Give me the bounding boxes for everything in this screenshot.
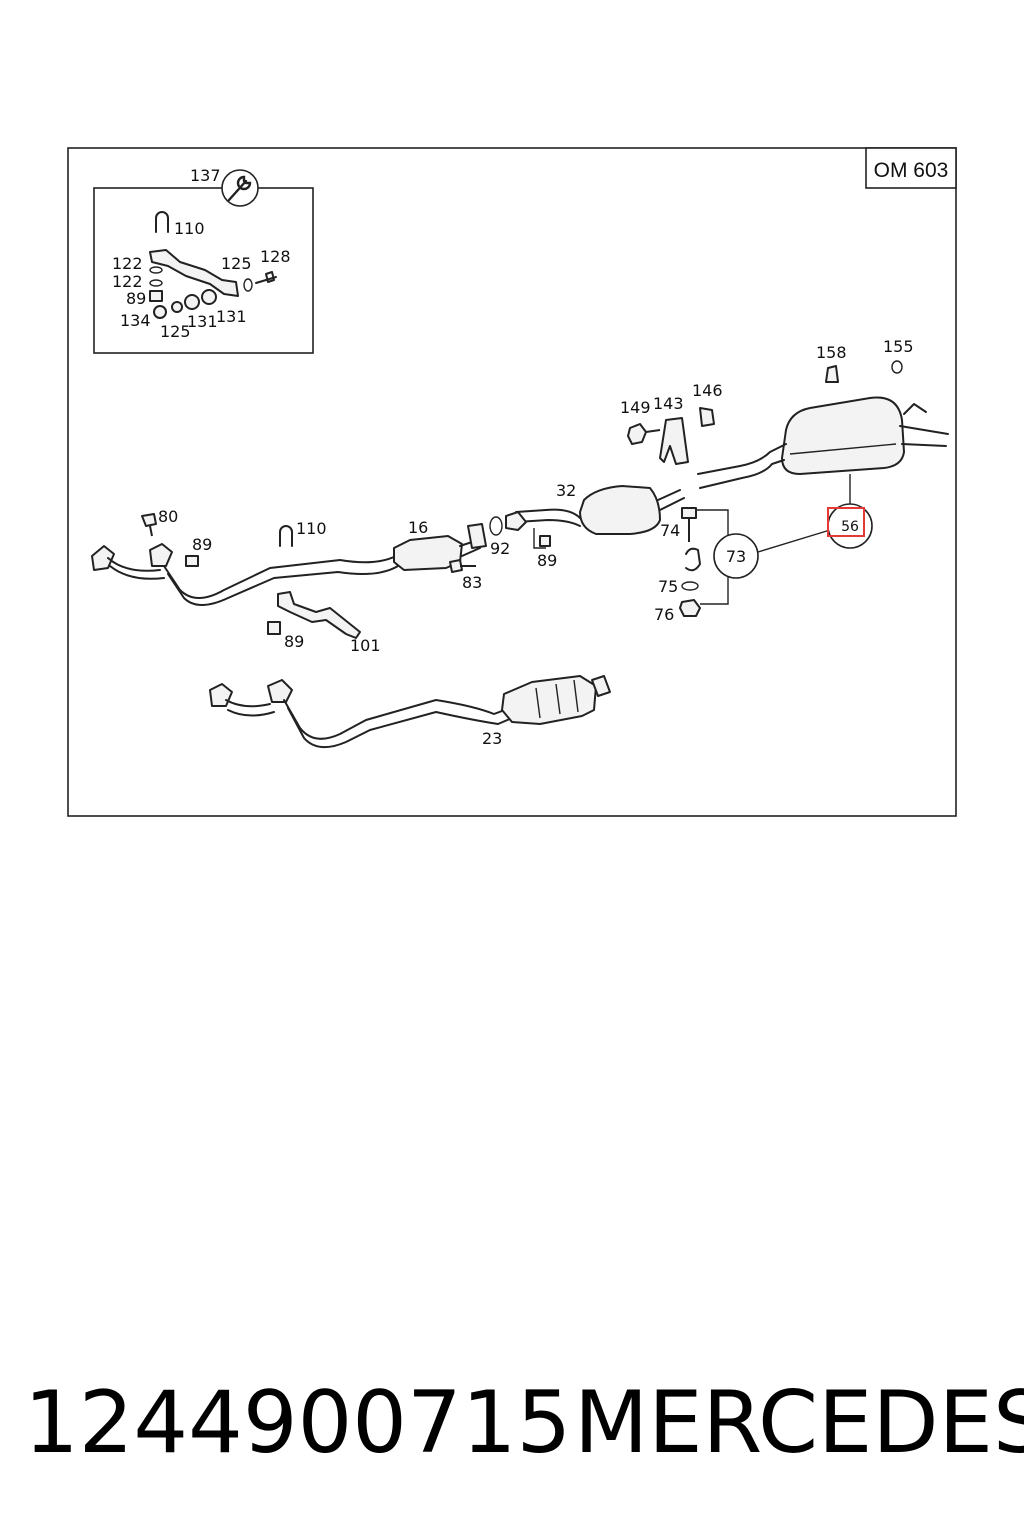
front-pipe bbox=[107, 555, 399, 606]
callout-101: 101 bbox=[350, 636, 381, 655]
callout-92: 92 bbox=[490, 539, 510, 558]
callout-155: 155 bbox=[883, 337, 914, 356]
callout-143: 143 bbox=[653, 394, 684, 413]
callout-76: 76 bbox=[654, 605, 674, 624]
callout-122a: 122 bbox=[112, 254, 143, 273]
nut-part bbox=[149, 290, 163, 302]
callout-73-circle bbox=[713, 533, 759, 579]
clamp-ring-part bbox=[505, 511, 527, 531]
callout-80: 80 bbox=[158, 507, 178, 526]
callout-122b: 122 bbox=[112, 272, 143, 291]
callout-89-inset: 89 bbox=[126, 289, 146, 308]
catalyst-outlet-flange bbox=[591, 675, 611, 697]
clamp-part bbox=[685, 547, 701, 572]
rubber-buffer-part bbox=[825, 365, 839, 383]
washer-part-2 bbox=[149, 279, 163, 287]
rubber-hanger-part bbox=[659, 417, 689, 465]
center-silencer-part bbox=[579, 485, 661, 535]
nut-part-front bbox=[185, 555, 199, 567]
bolt-part bbox=[255, 271, 277, 284]
callout-110-inset: 110 bbox=[174, 219, 205, 238]
leader-73-56 bbox=[757, 529, 831, 553]
catalytic-converter-part-23 bbox=[501, 675, 597, 725]
inset-box: 137 110 122 122 89 134 125 131 131 125 1… bbox=[93, 166, 314, 354]
callout-73: 73 bbox=[726, 547, 746, 566]
rear-muffler-part bbox=[781, 396, 905, 475]
flange-part-5 bbox=[267, 679, 293, 703]
sleeve-part bbox=[153, 305, 167, 319]
washer-part bbox=[149, 266, 163, 274]
gasket-part bbox=[489, 516, 503, 536]
callout-125-lower: 125 bbox=[160, 322, 191, 341]
stud-part bbox=[699, 407, 715, 427]
muffler-seam bbox=[789, 443, 897, 455]
bolt-part-83 bbox=[449, 559, 476, 573]
callout-32: 32 bbox=[556, 481, 576, 500]
callout-23: 23 bbox=[482, 729, 502, 748]
engine-tag: OM 603 bbox=[865, 147, 957, 189]
center-pipe bbox=[515, 489, 685, 527]
engine-tag-text: OM 603 bbox=[874, 159, 949, 182]
nut-part-89 bbox=[539, 535, 551, 547]
callout-75: 75 bbox=[658, 577, 678, 596]
ring-part-155 bbox=[891, 360, 903, 374]
callout-146: 146 bbox=[692, 381, 723, 400]
muffler-inlet-pipe bbox=[697, 443, 787, 489]
callout-131a: 131 bbox=[187, 312, 218, 331]
tailpipe-part bbox=[899, 403, 949, 447]
highlight-box bbox=[827, 507, 865, 537]
callout-110-front: 110 bbox=[296, 519, 327, 538]
callout-137: 137 bbox=[190, 166, 221, 185]
catalyst-ribs bbox=[535, 679, 579, 719]
callout-83: 83 bbox=[462, 573, 482, 592]
u-bolt-part-front bbox=[279, 525, 293, 547]
washer-part-3 bbox=[243, 278, 253, 292]
callout-74: 74 bbox=[660, 521, 680, 540]
washer-part-75 bbox=[681, 581, 699, 591]
ring-part bbox=[171, 301, 183, 313]
wrench-icon bbox=[227, 175, 252, 202]
callout-89-front: 89 bbox=[192, 535, 212, 554]
callout-128: 128 bbox=[260, 247, 291, 266]
u-bolt-part bbox=[155, 211, 169, 233]
flange-part-2 bbox=[149, 543, 173, 567]
callout-158: 158 bbox=[816, 343, 847, 362]
callout-56: 56 bbox=[841, 519, 859, 535]
leader-89-center bbox=[533, 528, 546, 549]
callout-134: 134 bbox=[120, 311, 151, 330]
nut-part-76 bbox=[679, 599, 701, 617]
callout-16: 16 bbox=[408, 518, 428, 537]
part-number: 1244900715 bbox=[24, 1373, 572, 1473]
bolt-part-74 bbox=[681, 507, 697, 542]
callout-89-center: 89 bbox=[537, 551, 557, 570]
hex-bolt-part bbox=[627, 423, 661, 445]
rubber-mount-part bbox=[184, 294, 200, 310]
callout-89-lower: 89 bbox=[284, 632, 304, 651]
rubber-mount-part-2 bbox=[201, 289, 217, 305]
callout-125-upper: 125 bbox=[221, 254, 252, 273]
alt-front-pipe bbox=[225, 699, 513, 749]
nut-part-89-lower bbox=[267, 621, 281, 635]
inset-bracket-part bbox=[149, 249, 239, 297]
brand-name: MERCEDES bbox=[574, 1373, 1024, 1473]
flange-part-3 bbox=[467, 523, 487, 549]
bolt-part-80 bbox=[141, 513, 157, 537]
callout-149: 149 bbox=[620, 398, 651, 417]
callout-131b: 131 bbox=[216, 307, 247, 326]
footer: 1244900715 MERCEDES bbox=[0, 1368, 1024, 1478]
bracket-part-101 bbox=[277, 591, 361, 639]
